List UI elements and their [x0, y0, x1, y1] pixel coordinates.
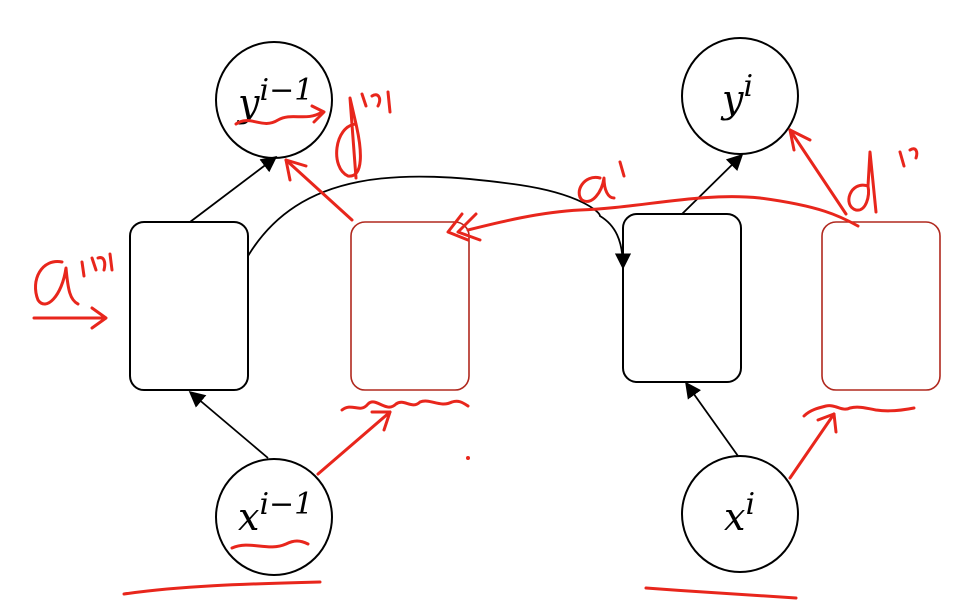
decoder-cell-prev: [350, 221, 470, 391]
label-y-curr: yi: [720, 69, 753, 121]
arrow-x-to-cell-prev: [188, 390, 269, 459]
input-node-curr: [681, 455, 799, 573]
rnn-cell-prev: [129, 221, 249, 391]
label-y-prev: yi−1: [236, 73, 313, 125]
decoder-cell-curr: [821, 221, 941, 391]
arrow-x-to-cell-curr: [685, 381, 739, 457]
arrow-cell-to-y-prev: [189, 156, 278, 223]
label-x-prev: xi−1: [238, 487, 313, 539]
label-x-curr: xi: [724, 487, 755, 539]
handwritten-annotations: [32, 90, 919, 600]
arrow-cell-to-y-curr: [681, 153, 744, 215]
arrow-hidden-state: [247, 175, 632, 270]
rnn-cell-curr: [622, 213, 742, 383]
stray-ink-dot: [466, 456, 470, 460]
